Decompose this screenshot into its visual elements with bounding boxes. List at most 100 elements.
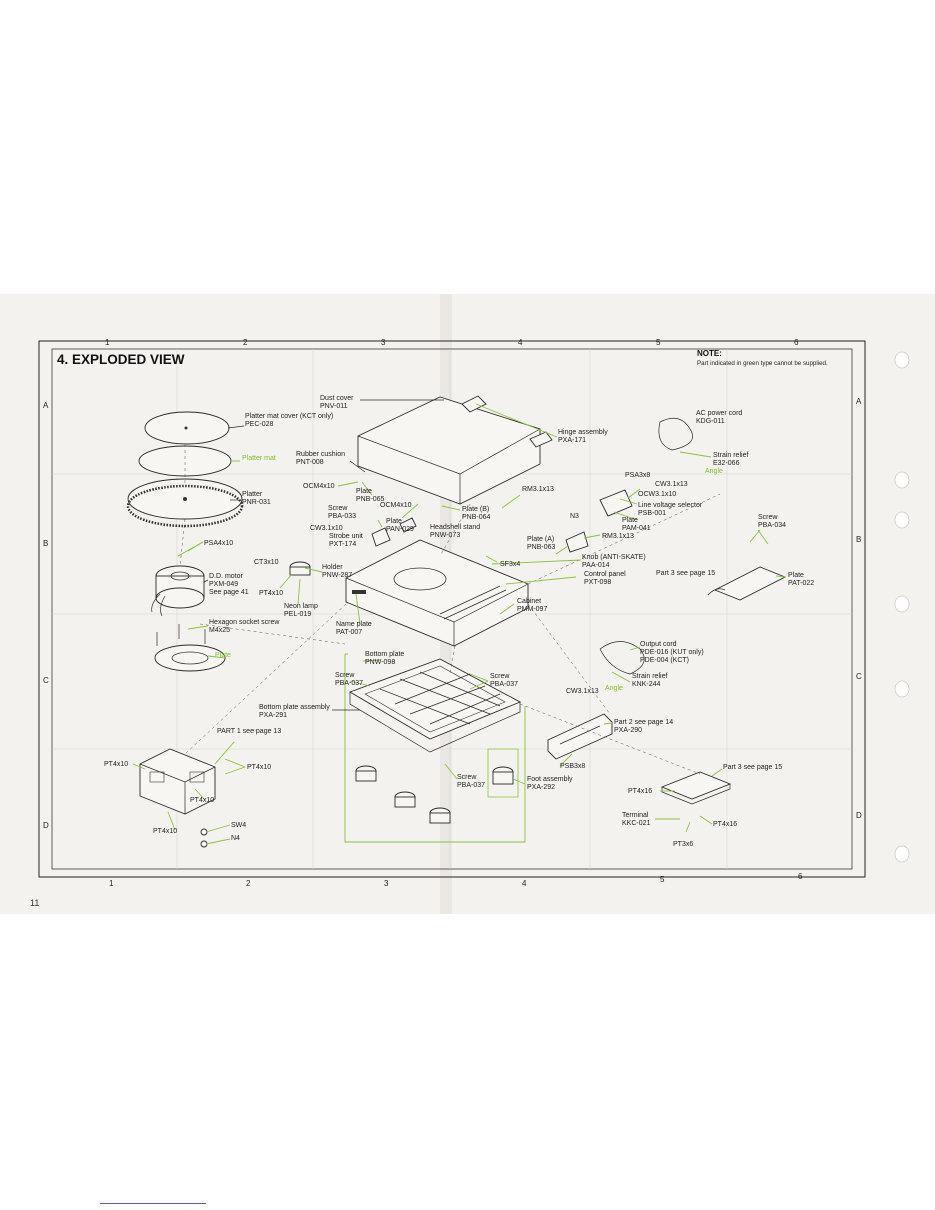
col-2: 2: [243, 338, 248, 347]
callout-line: PT4x16: [713, 821, 737, 828]
callout-knob: Knob (ANTI-SKATE)PAA-014: [582, 554, 646, 569]
callout-line: PNB-063: [527, 544, 556, 551]
callout-line: M4x25: [209, 627, 230, 634]
column-markers-bottom: 1 2 3 4 5 6: [109, 872, 803, 888]
callout-line: RM3.1x13: [602, 533, 634, 540]
callout-line: KKC-021: [622, 820, 651, 827]
callout-line: Cabinet: [517, 598, 541, 605]
callout-line: PT4x10: [190, 797, 214, 804]
assembly-guides: [179, 444, 721, 775]
dust-cover-drawing: [357, 395, 553, 505]
row-a-right: A: [856, 397, 862, 406]
bottom-plate-drawing: [348, 658, 522, 753]
callout-line: PSB3x8: [560, 763, 585, 770]
callout-line: PMM-097: [517, 606, 547, 613]
callout-line: OCW3.1x10: [638, 491, 676, 498]
callout-line: Holder: [322, 564, 343, 571]
callout-angle-b: Angle: [605, 685, 623, 692]
callout-line: Plate: [622, 517, 638, 524]
callout-line: SW4: [231, 822, 246, 829]
row-b-right: B: [856, 535, 861, 544]
callout-line: Platter mat cover (KCT only): [245, 413, 333, 420]
callout-line: Name plate: [336, 621, 372, 628]
callout-line: Hinge assembly: [558, 429, 608, 436]
note-text: Part indicated in green type cannot be s…: [697, 360, 828, 367]
platter-stack-drawing: [126, 411, 244, 528]
callout-ct3x10: CT3x10: [254, 559, 279, 566]
callout-plate-b: Plate (B)PNB-064: [462, 506, 491, 521]
callout-pt4x16-a: PT4x16: [628, 788, 652, 795]
callout-line: PBA-033: [328, 513, 356, 520]
callout-line: PT4x10: [153, 828, 177, 835]
callout-line: Output cord: [640, 641, 677, 648]
callout-line: PXM-049: [209, 581, 238, 588]
callout-line: Rubber cushion: [296, 451, 345, 458]
callout-line: Angle: [605, 685, 623, 692]
callout-line: PSA4x10: [204, 540, 233, 547]
callout-line: Plate: [356, 488, 372, 495]
callout-line: OCM4x10: [303, 483, 335, 490]
page-title: 4. EXPLODED VIEW: [57, 352, 185, 367]
callout-line: PART 1 see page 13: [217, 728, 281, 735]
callout-line: Platter: [242, 491, 263, 498]
callout-sf3x4: SF3x4: [500, 561, 520, 568]
callout-part3-b: Part 3 see page 15: [723, 764, 782, 771]
row-d: D: [43, 821, 49, 830]
callout-line: Knob (ANTI-SKATE): [582, 554, 646, 561]
callout-line: PNR-031: [242, 499, 271, 506]
callout-part1: PART 1 see page 13: [217, 728, 281, 735]
callout-line: PDE-016 (KUT only): [640, 649, 704, 656]
exploded-view-diagram: 1 2 3 4 5 6 1 2 3 4 5 6 A B C D A B C D …: [38, 294, 910, 914]
callout-line: PXA-292: [527, 784, 555, 791]
col-5-bottom: 5: [660, 875, 665, 884]
col-5: 5: [656, 338, 661, 347]
callout-line: PDE-004 (KCT): [640, 657, 689, 664]
holder-drawing: [289, 517, 417, 576]
callout-line: PT3x6: [673, 841, 693, 848]
callout-line: Part 3 see page 15: [656, 570, 715, 577]
binder-holes: [894, 351, 910, 863]
cords-drawing: [565, 417, 693, 675]
callout-ocw31x10: OCW3.1x10: [638, 491, 676, 498]
col-1: 1: [105, 338, 110, 347]
row-d-right: D: [856, 811, 862, 820]
callout-line: PXA-290: [614, 727, 642, 734]
callout-line: Strobe unit: [329, 533, 363, 540]
part1-drawing: [139, 748, 216, 848]
callout-line: Strain relief: [632, 673, 667, 680]
callout-angle-a: Angle: [705, 468, 723, 475]
callout-ocm4x10-b: OCM4x10: [380, 502, 412, 509]
callout-line: PSB-001: [638, 510, 666, 517]
feet-drawing: [355, 748, 519, 824]
callout-line: PT4x10: [259, 590, 283, 597]
callout-line: PXA-291: [259, 712, 287, 719]
callout-line: PXT-174: [329, 541, 356, 548]
col-6: 6: [794, 338, 799, 347]
callout-line: PAM-041: [622, 525, 651, 532]
col-6-bottom: 6: [798, 872, 803, 881]
callout-line: See page 41: [209, 589, 249, 596]
callout-pt4x10-b: PT4x10: [104, 761, 128, 768]
callout-line: PAT-022: [788, 580, 814, 587]
callout-line: AC power cord: [696, 410, 742, 417]
callout-line: PXT-098: [584, 579, 611, 586]
frame-inner: [51, 348, 853, 870]
callout-line: Bottom plate: [365, 651, 404, 658]
leader-lines: [132, 399, 787, 845]
callout-line: PNT-008: [296, 459, 324, 466]
callout-line: E32-066: [713, 460, 740, 467]
callout-line: Screw: [758, 514, 778, 521]
